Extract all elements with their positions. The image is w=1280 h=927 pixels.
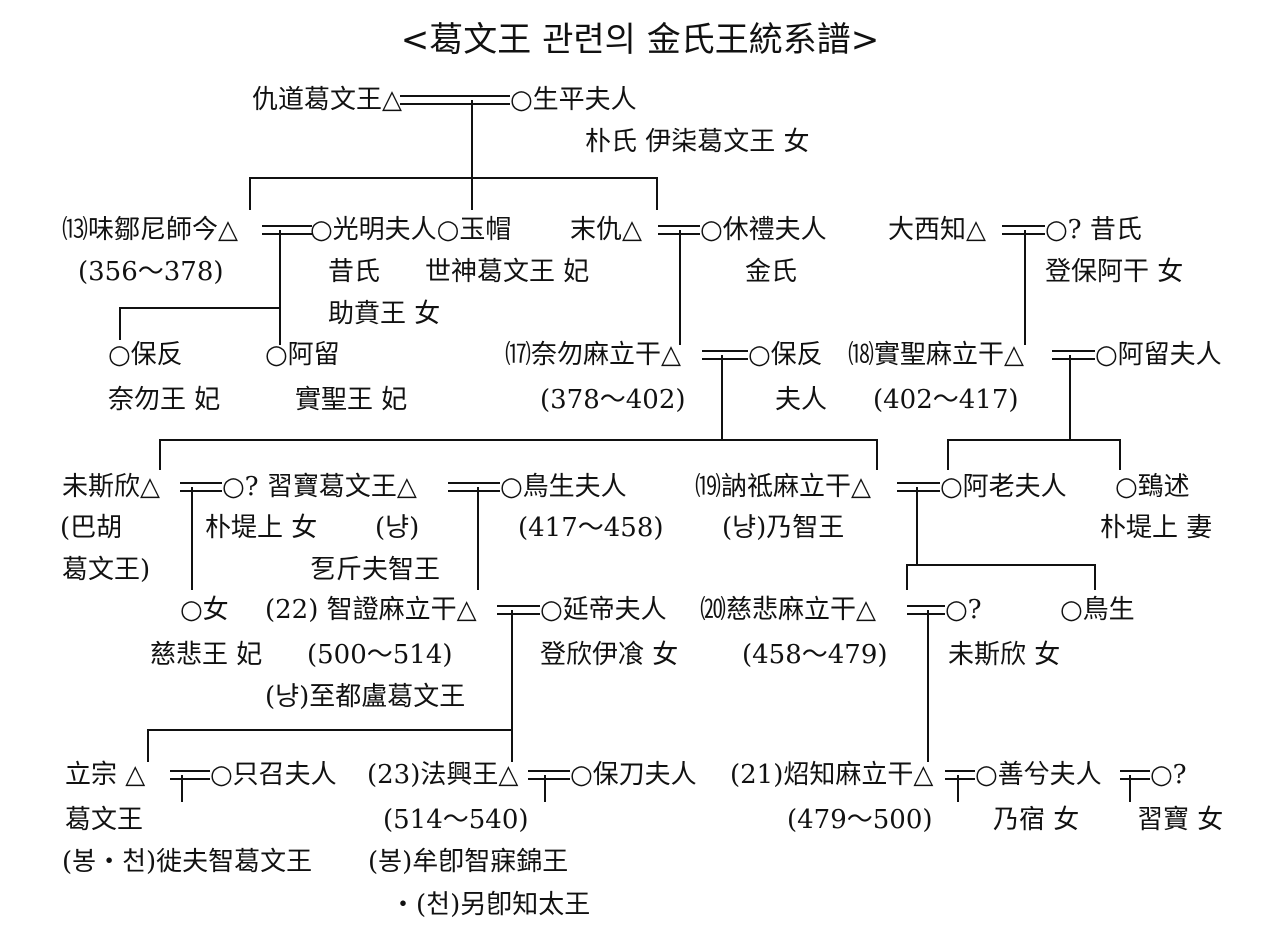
person-aro: ○阿老夫人 bbox=[940, 472, 1067, 502]
note-hyurye: 金氏 bbox=[745, 257, 798, 287]
note-yeonje: 登欣伊飡 女 bbox=[540, 640, 679, 670]
person-boban-2: ○保反 bbox=[748, 340, 823, 370]
person-chisul: ○鵄述 bbox=[1115, 472, 1190, 502]
note-boban-2: 夫人 bbox=[775, 385, 828, 415]
person-josaeng-2: ○鳥生 bbox=[1060, 595, 1135, 625]
note-seupbo-2: 乭斤夫智王 bbox=[310, 555, 441, 585]
person-gudo: 仇道葛文王△ bbox=[252, 85, 402, 115]
person-gwangmyeong-okmo: ○光明夫人○玉帽 bbox=[310, 215, 512, 245]
person-seok: ○? 昔氏 bbox=[1045, 215, 1142, 245]
person-bodo: ○保刀夫人 bbox=[570, 760, 697, 790]
person-aryu-buin: ○阿留夫人 bbox=[1095, 340, 1222, 370]
person-nulji: ⒆訥祗麻立干△ bbox=[695, 472, 871, 502]
person-unknown-wife-jabi: ○? bbox=[945, 595, 982, 625]
person-unknown-wife-soji: ○? bbox=[1150, 760, 1187, 790]
person-saengpyeong: ○生平夫人 bbox=[510, 85, 637, 115]
note-beopheung-2: ・(천)另卽知太王 bbox=[390, 890, 591, 920]
person-misaheun: 未斯欣△ bbox=[62, 472, 160, 502]
note-boban-1: 奈勿王 妃 bbox=[108, 385, 221, 415]
person-jiso: ○只召夫人 bbox=[210, 760, 337, 790]
reign-soji: (479～500) bbox=[787, 805, 933, 835]
note-ipjong-1: 葛文王 bbox=[65, 805, 144, 835]
note-gwangmyeong-2: 助賁王 女 bbox=[328, 299, 441, 329]
person-ipjong: 立宗 △ bbox=[65, 760, 146, 790]
note-daughter: 慈悲王 妃 bbox=[150, 640, 263, 670]
person-silseong: ⒅實聖麻立干△ bbox=[848, 340, 1024, 370]
note-saengpyeong: 朴氏 伊柒葛文王 女 bbox=[585, 127, 810, 157]
person-josaeng: ○鳥生夫人 bbox=[500, 472, 627, 502]
person-naemul: ⒄奈勿麻立干△ bbox=[505, 340, 681, 370]
note-nulji: (냥)乃智王 bbox=[722, 513, 845, 543]
reign-michu: (356～378) bbox=[78, 257, 224, 287]
reign-silseong: (402～417) bbox=[873, 385, 1019, 415]
person-daeseoji: 大西知△ bbox=[888, 215, 986, 245]
note-misaheun-1: (巴胡 bbox=[60, 513, 123, 543]
diagram-title: <葛文王 관련의 金氏王統系譜> bbox=[400, 20, 880, 60]
reign-jijeung: (500～514) bbox=[307, 640, 453, 670]
person-michu: ⒀味鄒尼師今△ bbox=[62, 215, 238, 245]
person-seonhye: ○善兮夫人 bbox=[975, 760, 1102, 790]
note-wife-jabi: 未斯欣 女 bbox=[948, 640, 1061, 670]
note-beopheung-1: (봉)牟卽智寐錦王 bbox=[368, 847, 569, 877]
note-aryu: 實聖王 妃 bbox=[295, 385, 408, 415]
descent-lines bbox=[119, 100, 1131, 802]
marriage-lines bbox=[170, 95, 1150, 780]
note-ipjong-2: (봉・천)徙夫智葛文王 bbox=[62, 847, 313, 877]
person-yeonje: ○延帝夫人 bbox=[540, 595, 667, 625]
note-unknown-wife-soji: 習寶 女 bbox=[1137, 805, 1224, 835]
note-gwangmyeong-1: 昔氏 bbox=[328, 257, 381, 287]
person-soji: (21)炤知麻立干△ bbox=[730, 760, 934, 790]
note-okmo: 世神葛文王 妃 bbox=[425, 257, 590, 287]
person-malgu: 末仇△ bbox=[570, 215, 642, 245]
note-seonhye: 乃宿 女 bbox=[993, 805, 1080, 835]
person-daughter: ○女 bbox=[180, 595, 229, 625]
person-boban-1: ○保反 bbox=[108, 340, 183, 370]
note-wife-misaheun: 朴堤上 女 bbox=[205, 513, 318, 543]
note-jijeung: (냥)至都盧葛文王 bbox=[265, 682, 466, 712]
reign-jabi: (458～479) bbox=[742, 640, 888, 670]
note-seok: 登保阿干 女 bbox=[1045, 257, 1184, 287]
person-aryu: ○阿留 bbox=[265, 340, 340, 370]
note-seupbo-1: (냥) bbox=[375, 513, 420, 543]
reign-beopheung: (514～540) bbox=[383, 805, 529, 835]
person-hyurye: ○休禮夫人 bbox=[700, 215, 827, 245]
person-jijeung: (22) 智證麻立干△ bbox=[265, 595, 477, 625]
reign-naemul: (378～402) bbox=[540, 385, 686, 415]
note-misaheun-2: 葛文王) bbox=[62, 555, 151, 585]
person-seupbo: ○? 習寶葛文王△ bbox=[222, 472, 417, 502]
person-beopheung: (23)法興王△ bbox=[367, 760, 519, 790]
person-jabi: ⒇慈悲麻立干△ bbox=[700, 595, 876, 625]
note-chisul: 朴堤上 妻 bbox=[1100, 513, 1213, 543]
reign-nulji: (417～458) bbox=[518, 513, 664, 543]
